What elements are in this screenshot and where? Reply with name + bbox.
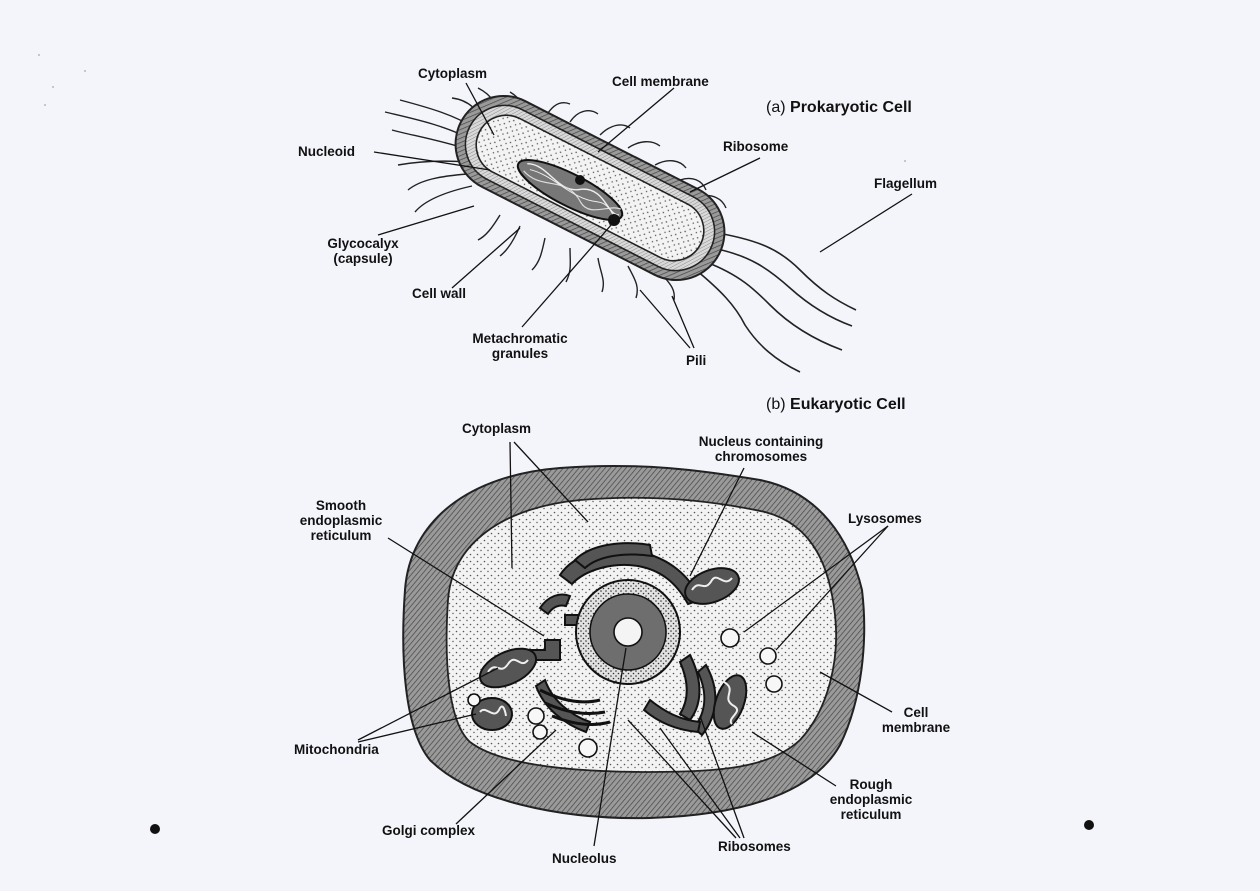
label-cell-membrane-eukaryote: Cell membrane xyxy=(866,705,966,735)
metachromatic-granule xyxy=(608,214,620,226)
label-metachromatic-granules: Metachromatic granules xyxy=(458,331,582,361)
prokaryote-leader-lines xyxy=(373,82,913,349)
label-metachromatic-line2: granules xyxy=(491,346,549,361)
label-nucleus-line2: chromosomes xyxy=(714,449,808,464)
eukaryotic-title-prefix: (b) xyxy=(766,396,786,413)
eukaryotic-cell-title: (b) Eukaryotic Cell xyxy=(766,396,906,414)
label-glycocalyx-line2: (capsule) xyxy=(333,251,393,266)
nucleolus-shape xyxy=(613,617,643,647)
eukaryotic-cell xyxy=(357,441,893,847)
label-cytoplasm-prokaryote: Cytoplasm xyxy=(418,66,488,81)
label-rough-er-line1: Rough xyxy=(849,777,893,792)
label-glycocalyx-line1: Glycocalyx xyxy=(327,236,399,251)
prokaryotic-title-main: Prokaryotic Cell xyxy=(790,99,912,116)
punch-hole-right xyxy=(1084,820,1094,830)
label-ribosome: Ribosome xyxy=(723,139,789,154)
label-cytoplasm-eukaryote: Cytoplasm xyxy=(462,421,532,436)
label-mitochondria: Mitochondria xyxy=(294,742,379,757)
label-cell-membrane-prokaryote: Cell membrane xyxy=(612,74,709,89)
label-nucleolus: Nucleolus xyxy=(552,851,617,866)
flagellum-strands xyxy=(695,231,857,373)
label-smooth-er-line1: Smooth xyxy=(315,498,367,513)
label-cell-membrane-line1: Cell xyxy=(903,705,929,720)
label-glycocalyx: Glycocalyx (capsule) xyxy=(326,236,400,266)
label-cell-wall: Cell wall xyxy=(412,286,467,301)
label-nucleus-line1: Nucleus containing xyxy=(698,434,824,449)
label-nucleus: Nucleus containing chromosomes xyxy=(676,434,846,464)
label-cell-membrane-line2: membrane xyxy=(881,720,951,735)
label-smooth-er-line2: endoplasmic xyxy=(299,513,383,528)
prokaryotic-cell-title: (a) Prokaryotic Cell xyxy=(766,99,912,117)
label-ribosomes: Ribosomes xyxy=(718,839,791,854)
scan-speck xyxy=(44,104,46,106)
label-smooth-er-line3: reticulum xyxy=(310,528,372,543)
eukaryotic-title-main: Eukaryotic Cell xyxy=(790,396,906,413)
eukaryote-leader-lines xyxy=(357,441,893,847)
scan-speck xyxy=(84,70,86,72)
prokaryotic-title-prefix: (a) xyxy=(766,99,786,116)
label-rough-er-line2: endoplasmic xyxy=(829,792,913,807)
label-golgi-complex: Golgi complex xyxy=(382,823,476,838)
label-smooth-er: Smooth endoplasmic reticulum xyxy=(286,498,396,543)
label-pili: Pili xyxy=(686,353,707,368)
prokaryotic-cell xyxy=(373,82,913,373)
mitochondria-shapes xyxy=(471,567,748,731)
endoplasmic-reticulum-shape xyxy=(527,542,717,737)
lysosomes-shapes xyxy=(467,628,783,758)
nucleoid-shape xyxy=(516,159,624,221)
label-lysosomes: Lysosomes xyxy=(848,511,922,526)
label-rough-er: Rough endoplasmic reticulum xyxy=(816,777,926,822)
label-nucleoid: Nucleoid xyxy=(298,144,356,159)
pili-strands xyxy=(384,87,727,301)
scan-speck xyxy=(38,54,40,56)
scan-speck xyxy=(904,160,906,162)
label-rough-er-line3: reticulum xyxy=(840,807,902,822)
punch-hole-left xyxy=(150,824,160,834)
label-metachromatic-line1: Metachromatic xyxy=(472,331,568,346)
label-flagellum: Flagellum xyxy=(874,176,938,191)
scan-speck xyxy=(52,86,54,88)
golgi-shape xyxy=(539,688,611,726)
nucleoid-granule xyxy=(575,175,585,185)
